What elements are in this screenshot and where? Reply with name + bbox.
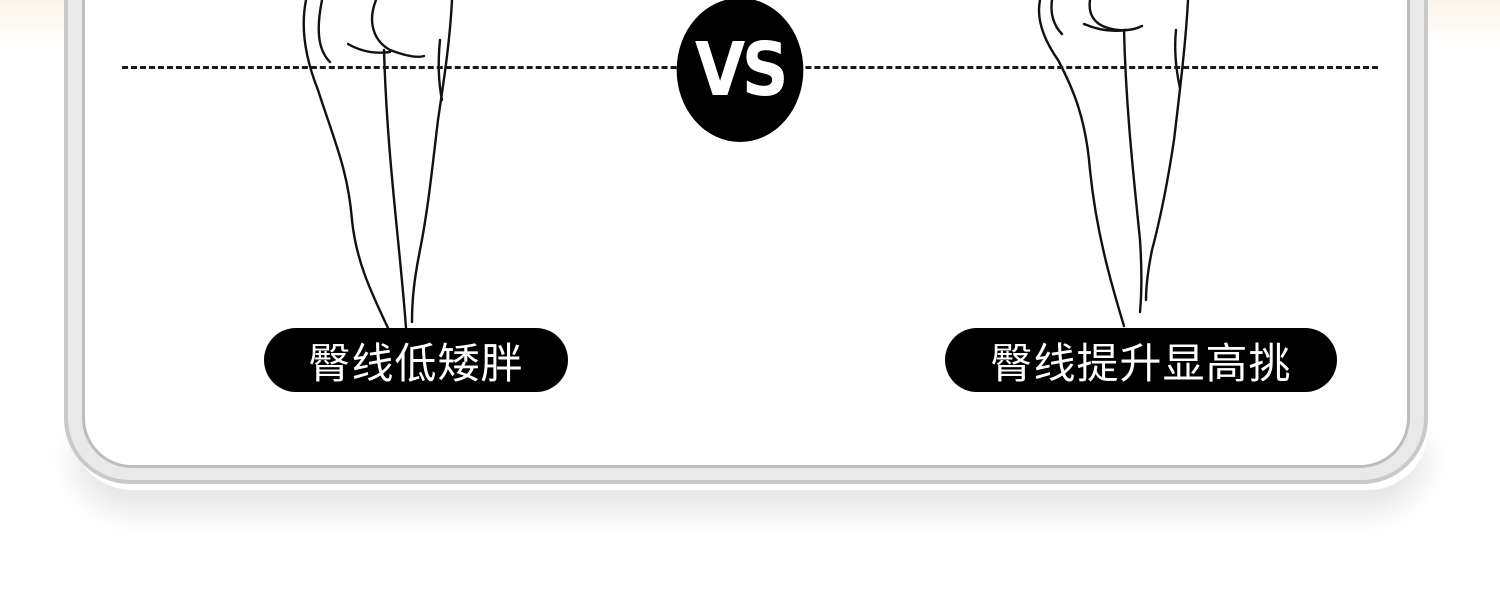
right-caption-pill: 臀线提升显高挑 — [945, 328, 1337, 392]
left-legs-illustration — [302, 0, 454, 330]
left-caption-pill: 臀线低矮胖 — [264, 328, 568, 392]
right-legs-illustration — [1037, 0, 1190, 328]
vs-badge: VS — [676, 0, 804, 142]
